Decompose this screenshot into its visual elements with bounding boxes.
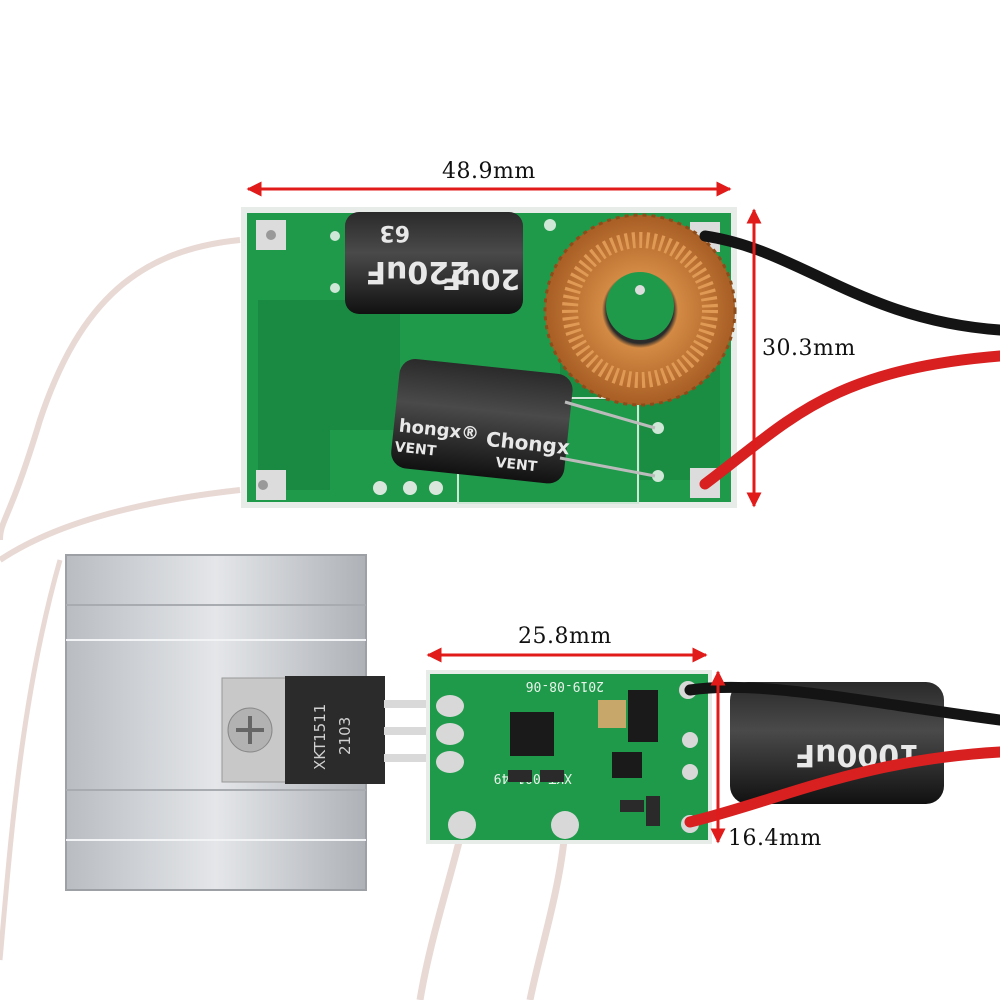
- label-large-width: 48.9mm: [442, 159, 536, 184]
- coil-wire-lower: [0, 487, 241, 563]
- small-pcb: 2019-08-06 XKT-001-49: [426, 670, 712, 844]
- coil-wire-bottom-1: [416, 829, 466, 1000]
- label-small-height: 16.4mm: [728, 826, 822, 851]
- svg-text:220uF: 220uF: [366, 254, 470, 289]
- svg-text:20uF: 20uF: [442, 263, 520, 296]
- svg-text:2019-08-06: 2019-08-06: [526, 678, 604, 693]
- label-large-height: 30.3mm: [762, 336, 856, 361]
- coil-wire-left-loop: [0, 559, 63, 961]
- transistor-xkt1511: XKT1511 2103: [221, 676, 434, 784]
- svg-text:VENT: VENT: [394, 439, 438, 459]
- svg-text:VENT: VENT: [495, 455, 539, 475]
- coil-wire-upper: [0, 237, 241, 541]
- capacitor-220uf: 220uF 63 20uF: [345, 212, 523, 314]
- svg-text:XKT1511: XKT1511: [311, 704, 329, 770]
- wire-red-large: [699, 350, 1000, 490]
- svg-text:63: 63: [379, 220, 410, 245]
- svg-text:2103: 2103: [336, 717, 354, 755]
- wire-black-large: [699, 230, 1000, 336]
- label-small-width: 25.8mm: [518, 624, 612, 649]
- coil-wire-bottom-2: [526, 829, 569, 1000]
- capacitor-chongx: hongx® Chongx VENT VENT: [391, 358, 656, 484]
- toroid-inductor: [543, 213, 737, 407]
